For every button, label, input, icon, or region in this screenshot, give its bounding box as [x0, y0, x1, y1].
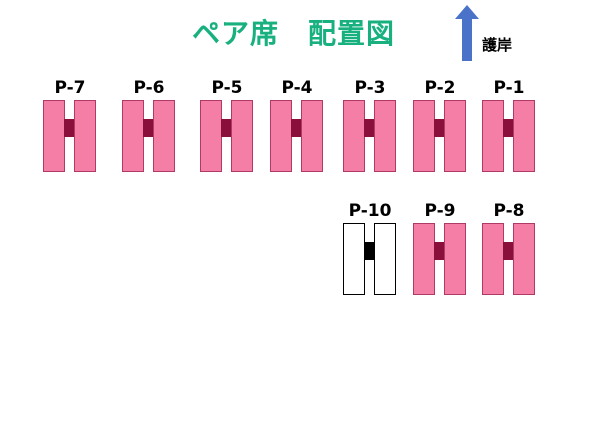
page-title: ペア席 配置図 [192, 17, 396, 50]
seat-shape [122, 100, 176, 172]
seat-p-5[interactable]: P-5 [200, 78, 254, 178]
seat-shape [343, 100, 397, 172]
seat-label: P-3 [354, 78, 386, 98]
seat-label: P-8 [493, 201, 525, 221]
direction-label: 護岸 [482, 36, 513, 54]
up-arrow-icon [455, 5, 479, 61]
seat-p-3[interactable]: P-3 [343, 78, 397, 178]
seat-label: P-9 [424, 201, 456, 221]
seat-shape [200, 100, 254, 172]
seat-p-9[interactable]: P-9 [413, 201, 467, 301]
seat-p-4[interactable]: P-4 [270, 78, 324, 178]
seat-shape [413, 223, 467, 295]
seat-label: P-2 [424, 78, 456, 98]
seat-p-6[interactable]: P-6 [122, 78, 176, 178]
seat-label: P-7 [54, 78, 86, 98]
seat-shape [482, 223, 536, 295]
seat-shape [343, 223, 397, 295]
seat-p-7[interactable]: P-7 [43, 78, 97, 178]
seat-label: P-10 [348, 201, 392, 221]
seat-p-2[interactable]: P-2 [413, 78, 467, 178]
seat-p-8[interactable]: P-8 [482, 201, 536, 301]
seat-shape [43, 100, 97, 172]
seat-shape [413, 100, 467, 172]
seat-label: P-4 [281, 78, 313, 98]
seat-shape [270, 100, 324, 172]
seat-label: P-6 [133, 78, 165, 98]
seat-label: P-5 [211, 78, 243, 98]
seat-shape [482, 100, 536, 172]
seat-p-10[interactable]: P-10 [343, 201, 397, 301]
seat-label: P-1 [493, 78, 525, 98]
seat-p-1[interactable]: P-1 [482, 78, 536, 178]
